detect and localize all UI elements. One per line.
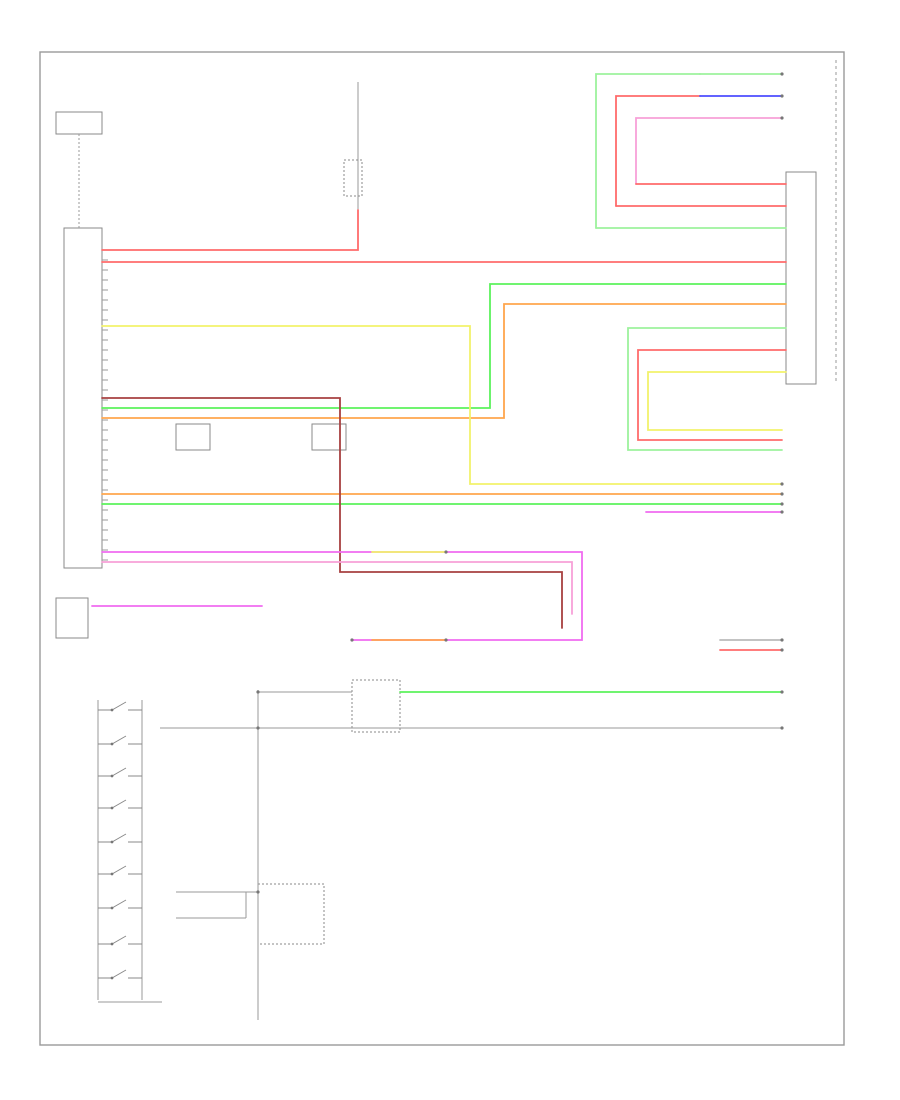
switch-contact	[110, 906, 114, 910]
clock-spring-box	[351, 679, 401, 733]
ground-label-box	[55, 111, 103, 135]
wire-pink-top	[635, 117, 783, 185]
junction-dot	[256, 690, 260, 694]
junction-dot	[780, 94, 784, 98]
junction-dot	[780, 510, 784, 514]
junction-dots	[256, 72, 784, 894]
switch-contact	[110, 976, 114, 980]
junction-dot	[780, 482, 784, 486]
junction-dot	[780, 638, 784, 642]
junction-dot	[256, 726, 260, 730]
steering-switch	[98, 735, 142, 745]
junction-dot	[780, 116, 784, 120]
wire-yellow-mid	[647, 371, 787, 431]
junction-dot	[780, 690, 784, 694]
wire-red-top	[615, 95, 701, 207]
steering-switch	[98, 899, 142, 909]
lower-connector-box	[55, 597, 89, 639]
junction-dot	[780, 492, 784, 496]
junction-dot	[444, 638, 448, 642]
wire-red-mid	[637, 349, 787, 441]
switch-contact	[110, 840, 114, 844]
wire-light-green-top	[595, 73, 701, 229]
junction-dot	[780, 726, 784, 730]
wire-pink-2	[101, 561, 573, 615]
junction-dot	[444, 550, 448, 554]
switch-contact	[110, 774, 114, 778]
wire-orange-main	[101, 303, 787, 419]
wire-light-green-mid	[627, 327, 787, 451]
junction-dot	[350, 638, 354, 642]
sensor-module-left	[175, 423, 211, 451]
steering-switch	[98, 865, 142, 875]
steering-switch	[98, 969, 142, 979]
switch-contact	[110, 742, 114, 746]
fuse-box	[343, 159, 363, 197]
switch-contact	[110, 806, 114, 810]
wire-green-main	[101, 283, 787, 409]
steering-switch	[98, 701, 142, 711]
wire-yellow-main	[101, 325, 783, 485]
main-unit-pins	[102, 249, 108, 561]
steering-switch	[98, 935, 142, 945]
right-connector-block	[785, 171, 817, 385]
junction-dot	[780, 648, 784, 652]
steering-switch	[98, 833, 142, 843]
steering-switch	[98, 799, 142, 809]
horn-relay-box	[257, 883, 325, 945]
junction-dot	[256, 890, 260, 894]
switch-contact	[110, 708, 114, 712]
switch-contact	[110, 942, 114, 946]
main-control-unit	[63, 227, 103, 569]
wire-red-power-feed	[101, 209, 359, 251]
wire-magenta-1	[101, 551, 583, 641]
junction-dot	[780, 502, 784, 506]
steering-switches	[98, 701, 142, 980]
diagram-frame	[39, 51, 845, 1046]
steering-switch	[98, 767, 142, 777]
junction-dot	[780, 72, 784, 76]
switch-contact	[110, 872, 114, 876]
wire-brown-harness	[101, 397, 563, 629]
sensor-module-right	[311, 423, 347, 451]
